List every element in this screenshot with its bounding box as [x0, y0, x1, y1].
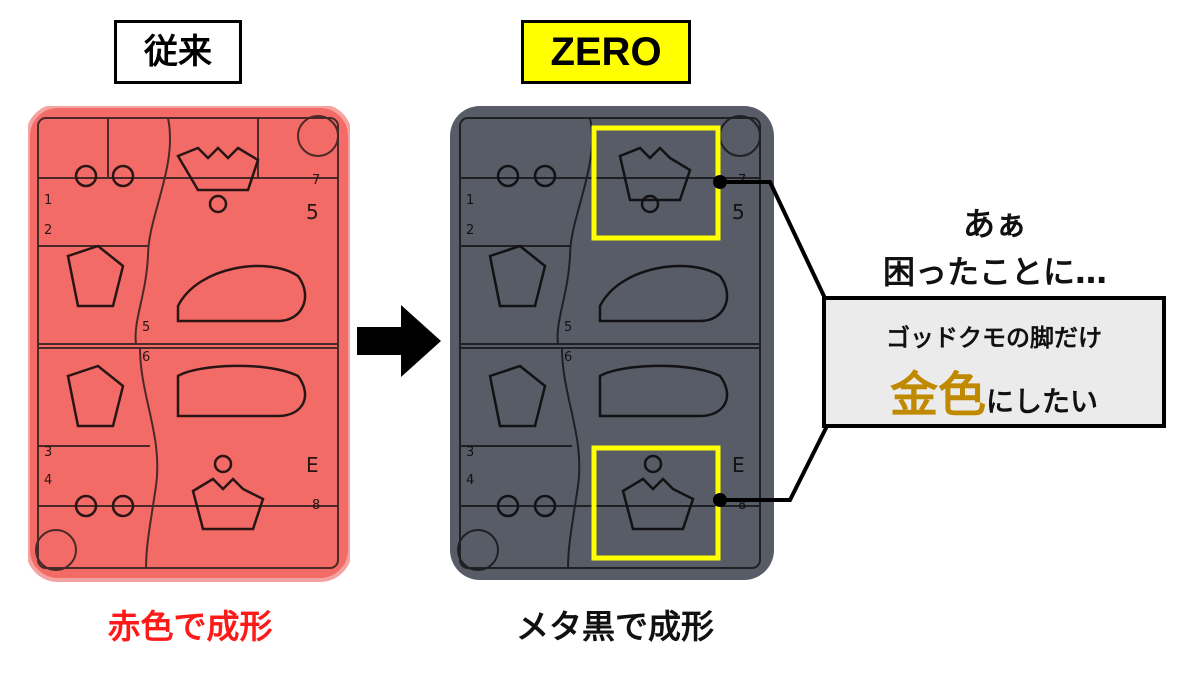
runner-red-num-6: 6 [142, 350, 150, 365]
runner-black-num-7: 7 [738, 173, 746, 188]
runner-red-frame [35, 115, 339, 571]
runner-black-num-4: 4 [466, 473, 474, 488]
runner-black-num-8: 8 [738, 498, 746, 513]
exclamation-line-2: 困ったことに… [882, 253, 1107, 291]
runner-black-num-1: 1 [466, 193, 474, 208]
exclamation-line-1: あぁ [962, 205, 1027, 243]
runner-red-num-2: 2 [44, 223, 52, 238]
right-arrow-icon [357, 305, 441, 377]
runner-red-num-1: 1 [44, 193, 52, 208]
runner-red-parts [66, 146, 307, 531]
runner-black-num-5: 5 [564, 320, 572, 335]
runner-black-parts [488, 146, 729, 531]
runner-black-frame [457, 115, 761, 571]
callout-gold-text: 金色 [889, 367, 986, 423]
runner-red-num-7: 7 [312, 173, 320, 188]
label-zero: ZERO [521, 20, 691, 84]
caption-black-molding: メタ黒で成形 [516, 607, 714, 646]
runner-red-letter-5: 5 [306, 200, 319, 224]
runner-black-num-3: 3 [466, 445, 474, 460]
runner-red-num-3: 3 [44, 445, 52, 460]
runner-red-num-5: 5 [142, 320, 150, 335]
runner-black-letter-e: E [732, 453, 745, 477]
runner-black-num-2: 2 [466, 223, 474, 238]
callout-rest-text: にしたい [986, 385, 1099, 418]
exclamation-text: あぁ 困ったことに… [850, 200, 1140, 296]
runner-black-letter-5: 5 [732, 200, 745, 224]
label-conventional: 従来 [114, 20, 242, 84]
runner-red-letter-e: E [306, 453, 319, 477]
callout-line-2: 金色にしたい [826, 355, 1162, 425]
runner-black: 1 2 3 4 5 6 7 8 5 E [450, 106, 774, 580]
runner-red-num-8: 8 [312, 498, 320, 513]
caption-red-molding: 赤色で成形 [107, 607, 273, 646]
runner-black-num-6: 6 [564, 350, 572, 365]
callout-line-1: ゴッドクモの脚だけ [886, 324, 1102, 352]
runner-red-num-4: 4 [44, 473, 52, 488]
runner-red: 1 2 3 4 5 6 7 8 5 E [28, 106, 350, 582]
callout-box: ゴッドクモの脚だけ 金色にしたい [822, 296, 1166, 428]
